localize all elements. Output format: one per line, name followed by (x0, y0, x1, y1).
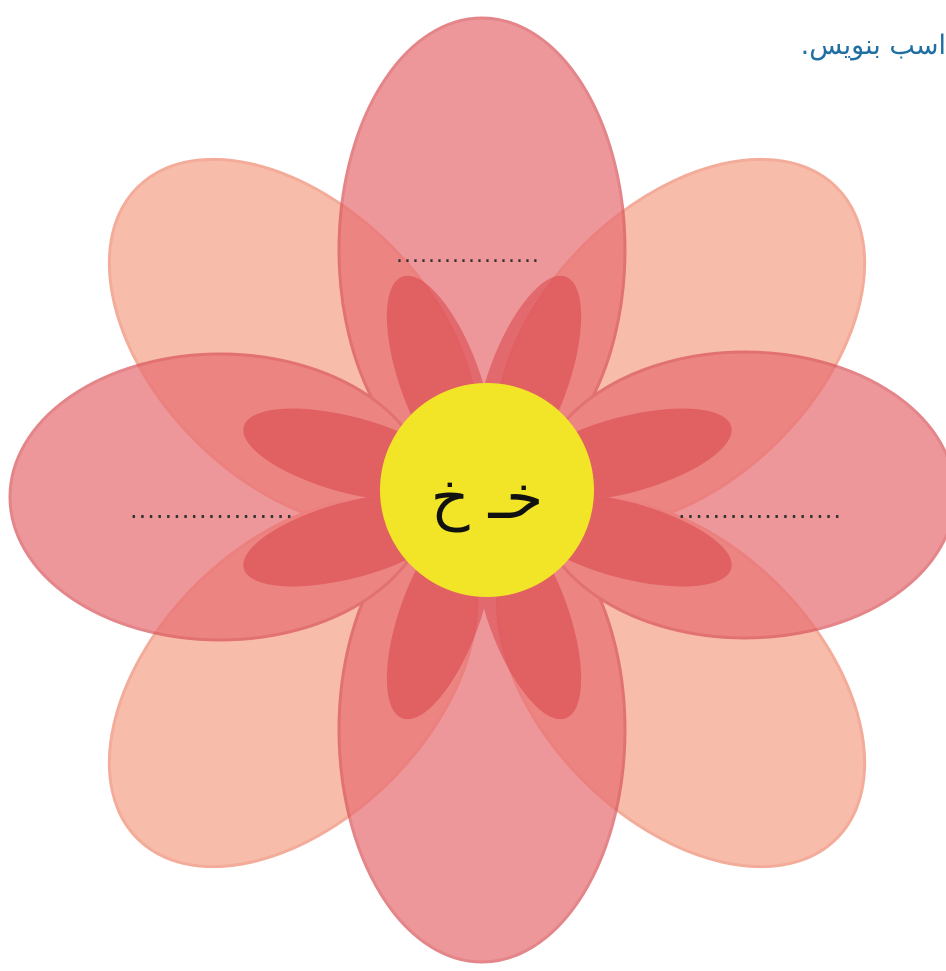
answer-blank-right[interactable]: ................... (678, 496, 842, 524)
center-letters: خـ خ (431, 463, 543, 533)
answer-blank-left[interactable]: ................... (130, 496, 294, 524)
answer-blank-top[interactable]: .................. (396, 243, 540, 268)
